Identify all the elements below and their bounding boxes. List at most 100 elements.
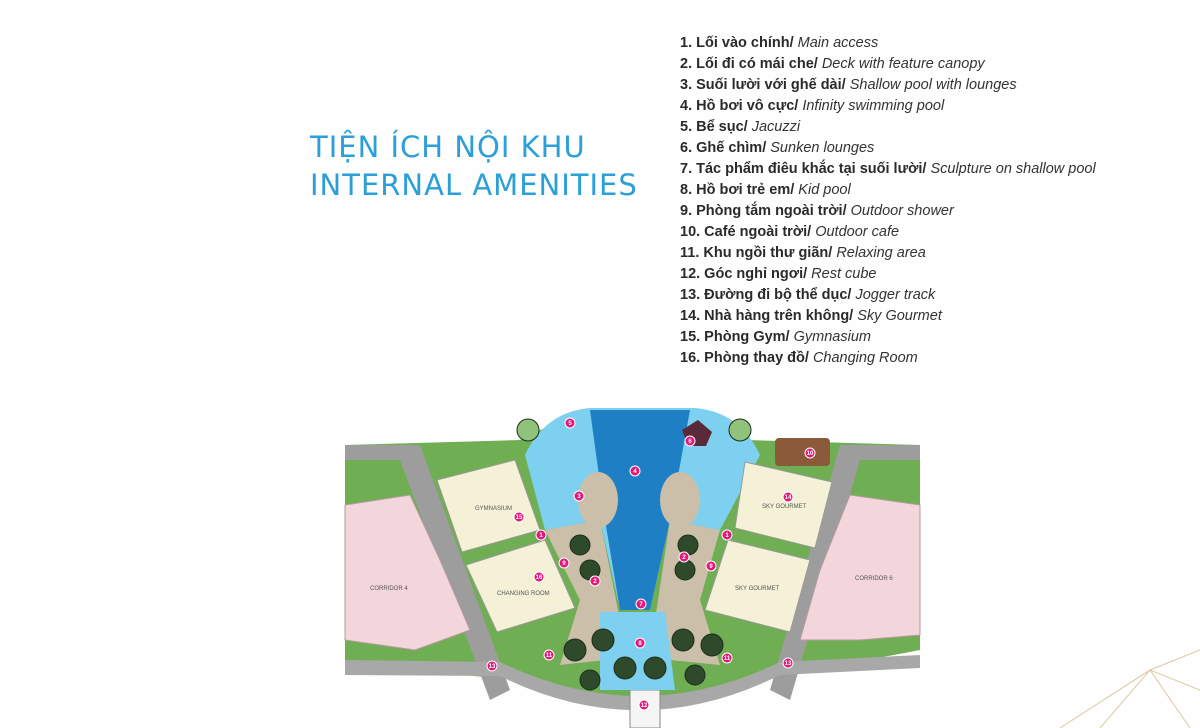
legend-item: 4. Hồ bơi vô cực/ Infinity swimming pool: [680, 96, 1096, 117]
marker-number: 15: [516, 515, 523, 521]
legend-english: Infinity swimming pool: [802, 98, 945, 114]
legend-item: 10. Café ngoài trời/ Outdoor cafe: [680, 222, 1096, 243]
changing-room-label: CHANGING ROOM: [497, 591, 550, 597]
trees: [516, 418, 752, 691]
pool: [525, 408, 830, 690]
decorative-lines: [1059, 649, 1200, 728]
marker-number: 14: [785, 495, 792, 501]
legend-vietnamese: 6. Ghế chìm/: [680, 140, 767, 156]
marker-dot: [721, 652, 733, 664]
legend-item: 12. Góc nghỉ ngơi/ Rest cube: [680, 264, 1096, 285]
marker-dot: [589, 575, 601, 587]
map-marker: 9: [558, 557, 570, 569]
legend-english: Jacuzzi: [751, 119, 801, 135]
legend-item: 3. Suối lười với ghế dài/ Shallow pool w…: [680, 75, 1096, 96]
marker-number: 2: [682, 555, 686, 561]
marker-dot: [684, 435, 696, 447]
map-marker: 10: [804, 447, 816, 459]
outdoor-cafe-area: [775, 438, 830, 466]
corridor-right-label: CORRIDOR 6: [855, 576, 893, 582]
legend-english: Main access: [797, 35, 879, 51]
marker-number: 16: [536, 575, 543, 581]
marker-number: 11: [546, 653, 553, 659]
legend-vietnamese: 12. Góc nghỉ ngơi/: [680, 266, 808, 282]
legend-vietnamese: 1. Lối vào chính/: [680, 35, 794, 51]
corridor-left-label: CORRIDOR 4: [370, 586, 408, 592]
map-marker: 15: [513, 511, 525, 523]
marker-dot: [678, 551, 690, 563]
legend-english: Shallow pool with lounges: [849, 77, 1017, 93]
legend-english: Sculpture on shallow pool: [930, 161, 1096, 177]
legend-item: 8. Hồ bơi trẻ em/ Kid pool: [680, 180, 1096, 201]
page-title: TIỆN ÍCH NỘI KHU INTERNAL AMENITIES: [310, 128, 638, 204]
marker-dot: [782, 491, 794, 503]
marker-number: 9: [709, 564, 713, 570]
legend-item: 9. Phòng tắm ngoài trời/ Outdoor shower: [680, 201, 1096, 222]
legend-item: 7. Tác phẩm điêu khắc tại suối lười/ Scu…: [680, 159, 1096, 180]
marker-dot: [535, 529, 547, 541]
legend-item: 16. Phòng thay đồ/ Changing Room: [680, 348, 1096, 369]
map-marker: 6: [684, 435, 696, 447]
marker-number: 12: [641, 703, 648, 709]
marker-number: 1: [539, 533, 543, 539]
legend-english: Rest cube: [811, 266, 877, 282]
marker-dot: [573, 490, 585, 502]
legend-english: Jogger track: [855, 287, 936, 303]
legend-vietnamese: 15. Phòng Gym/: [680, 329, 790, 345]
legend-item: 15. Phòng Gym/ Gymnasium: [680, 327, 1096, 348]
map-marker: 11: [543, 649, 555, 661]
marker-number: 13: [785, 661, 792, 667]
legend-english: Gymnasium: [793, 329, 871, 345]
gymnasium-label: GYMNASIUM: [475, 506, 512, 512]
legend-item: 13. Đường đi bộ thể dục/ Jogger track: [680, 285, 1096, 306]
legend-item: 5. Bể sục/ Jacuzzi: [680, 117, 1096, 138]
legend-vietnamese: 7. Tác phẩm điêu khắc tại suối lười/: [680, 161, 927, 177]
marker-number: 4: [633, 469, 637, 475]
legend-vietnamese: 2. Lối đi có mái che/: [680, 56, 818, 72]
legend-item: 2. Lối đi có mái che/ Deck with feature …: [680, 54, 1096, 75]
sky-gourmet-2-label: SKY GOURMET: [735, 586, 780, 592]
legend-english: Changing Room: [812, 350, 918, 366]
map-marker: 2: [589, 575, 601, 587]
map-marker: 16: [533, 571, 545, 583]
marker-dot: [513, 511, 525, 523]
map-marker: 4: [629, 465, 641, 477]
map-marker: 1: [721, 529, 733, 541]
buildings: GYMNASIUM CHANGING ROOM SKY GOURMET SKY …: [436, 459, 833, 633]
map-marker: 9: [705, 560, 717, 572]
marker-dot: [782, 657, 794, 669]
legend-english: Outdoor cafe: [815, 224, 900, 240]
map-marker: 1: [535, 529, 547, 541]
marker-number: 6: [688, 439, 692, 445]
legend-vietnamese: 8. Hồ bơi trẻ em/: [680, 182, 795, 198]
marker-number: 5: [568, 421, 572, 427]
sky-gourmet-1-label: SKY GOURMET: [762, 504, 807, 510]
legend-english: Sky Gourmet: [857, 308, 942, 324]
marker-number: 13: [489, 664, 496, 670]
map-marker: 8: [634, 637, 646, 649]
marker-dot: [543, 649, 555, 661]
map-marker: 2: [678, 551, 690, 563]
legend-english: Kid pool: [798, 182, 851, 198]
legend-english: Deck with feature canopy: [821, 56, 985, 72]
marker-number: 8: [638, 641, 642, 647]
legend-english: Relaxing area: [836, 245, 926, 261]
map-marker: 11: [721, 652, 733, 664]
legend-vietnamese: 10. Café ngoài trời/: [680, 224, 812, 240]
legend-vietnamese: 4. Hồ bơi vô cực/: [680, 98, 799, 114]
marker-dot: [564, 417, 576, 429]
marker-dot: [804, 447, 816, 459]
legend-vietnamese: 14. Nhà hàng trên không/: [680, 308, 854, 324]
marker-dot: [629, 465, 641, 477]
map-marker: 5: [564, 417, 576, 429]
marker-number: 9: [562, 561, 566, 567]
legend-vietnamese: 9. Phòng tắm ngoài trời/: [680, 203, 847, 219]
marker-number: 1: [725, 533, 729, 539]
legend-vietnamese: 5. Bể sục/: [680, 119, 748, 135]
legend-item: 1. Lối vào chính/ Main access: [680, 33, 1096, 54]
map-marker: 13: [486, 660, 498, 672]
legend-english: Sunken lounges: [770, 140, 875, 156]
